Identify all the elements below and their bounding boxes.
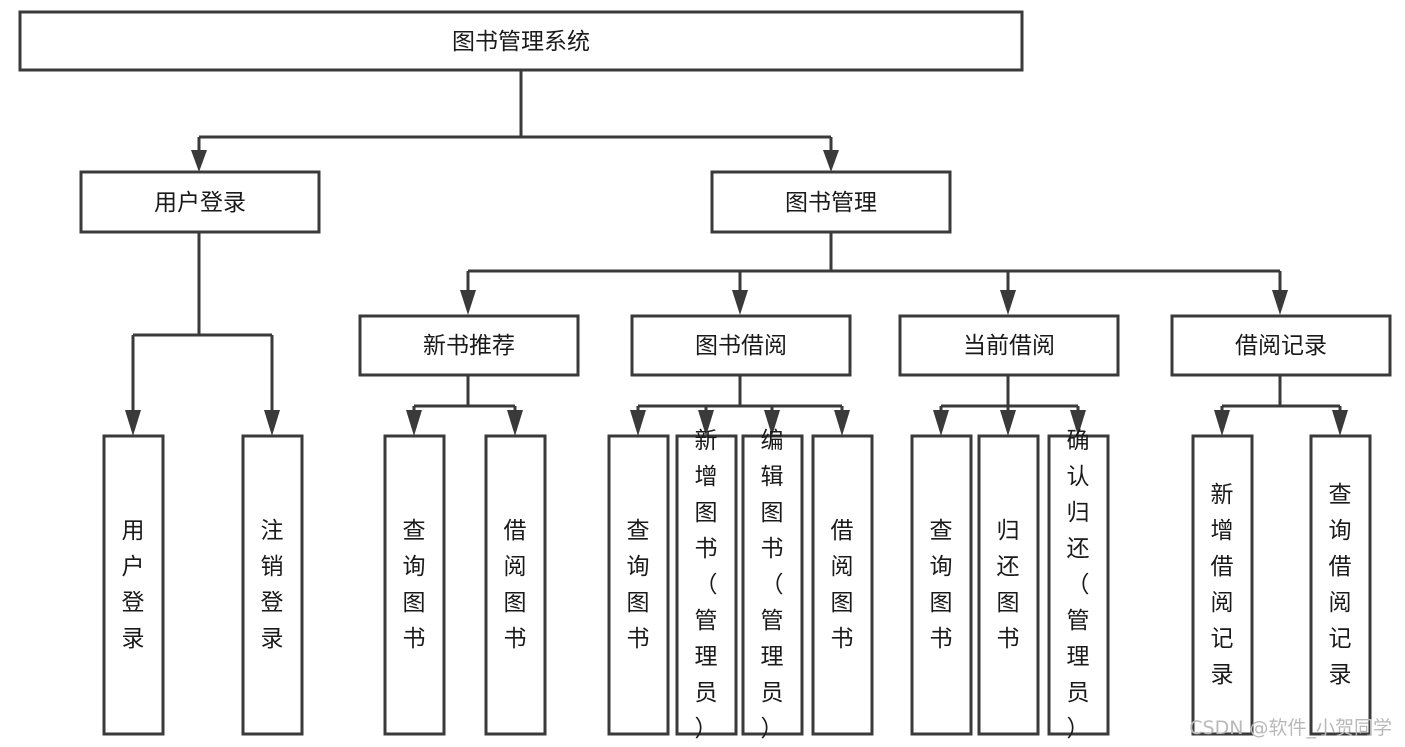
arrow-head-borrow-record: [1272, 290, 1288, 315]
leaf-node[interactable]: 查询借阅记录: [1309, 434, 1372, 736]
arrow-head-new-book-recommend: [460, 290, 476, 315]
leaf-label-confirm-return-admin: 确认归还（管理员）: [1067, 428, 1090, 742]
arrow-head-user-login: [191, 150, 207, 172]
leaf-node[interactable]: 归还图书: [977, 434, 1040, 736]
leaf-box-add-book-admin[interactable]: [675, 434, 738, 736]
node-book-borrow[interactable]: 图书借阅: [630, 314, 852, 377]
leaf-node[interactable]: 借阅图书: [811, 434, 874, 736]
leaf-label-newbook-query-book: 查询图书: [403, 518, 426, 652]
node-borrow-record[interactable]: 借阅记录: [1170, 314, 1392, 377]
leaf-box-confirm-return-admin[interactable]: [1047, 434, 1110, 736]
leaf-node[interactable]: 新增图书（管理员）: [675, 428, 738, 742]
root-box[interactable]: [18, 10, 1024, 72]
node-book-management[interactable]: 图书管理: [710, 170, 952, 234]
leaf-node[interactable]: 查询图书: [607, 434, 670, 736]
arrow-head-newbook-leaf-0: [406, 410, 422, 436]
root-label: 图书管理系统: [452, 29, 590, 55]
current-borrow-label: 当前借阅: [963, 333, 1055, 359]
leaf-node[interactable]: 用户登录: [102, 434, 165, 736]
leaf-box-edit-book-admin[interactable]: [741, 434, 804, 736]
arrow-head-bookborrow-leaf-0: [630, 410, 646, 436]
book-borrow-box[interactable]: [630, 314, 852, 377]
book-management-box[interactable]: [710, 170, 952, 234]
node-root[interactable]: 图书管理系统: [18, 10, 1024, 72]
leaf-box-return-book[interactable]: [977, 434, 1040, 736]
arrow-head-bookborrow-leaf-3: [834, 410, 850, 436]
arrow-head-current-borrow: [1000, 290, 1016, 315]
leaf-label-newbook-borrow-book: 借阅图书: [504, 518, 527, 652]
arrow-head-borrowrecord-leaf-1: [1332, 410, 1348, 436]
leaf-box-add-borrow-record[interactable]: [1191, 434, 1254, 736]
leaf-label-borrow-book: 借阅图书: [831, 518, 854, 652]
arrow-head-newbook-leaf-1: [507, 410, 523, 436]
new-book-recommend-label: 新书推荐: [423, 333, 515, 359]
leaf-node[interactable]: 查询图书: [910, 434, 973, 736]
connector-layer: [125, 70, 1348, 436]
leaf-box-current-query-book[interactable]: [910, 434, 973, 736]
csdn-watermark: CSDN @软件_小贺同学: [1189, 717, 1392, 739]
node-new-book-recommend[interactable]: 新书推荐: [358, 314, 580, 377]
arrow-head-borrowrecord-leaf-0: [1214, 410, 1230, 436]
node-user-login[interactable]: 用户登录: [79, 170, 321, 234]
new-book-recommend-box[interactable]: [358, 314, 580, 377]
leaf-label-return-book: 归还图书: [997, 518, 1020, 652]
leaf-box-borrow-book[interactable]: [811, 434, 874, 736]
node-current-borrow[interactable]: 当前借阅: [898, 314, 1120, 377]
arrow-head-bookborrow-leaf-1: [698, 410, 714, 436]
leaf-label-query-borrow-record: 查询借阅记录: [1329, 482, 1352, 688]
leaf-node[interactable]: 借阅图书: [484, 434, 547, 736]
leaf-box-user-login[interactable]: [102, 434, 165, 736]
leaf-box-query-borrow-record[interactable]: [1309, 434, 1372, 736]
borrow-record-label: 借阅记录: [1235, 333, 1327, 359]
borrow-record-box[interactable]: [1170, 314, 1392, 377]
arrow-head-leaf-logout: [264, 410, 280, 436]
user-login-box[interactable]: [79, 170, 321, 234]
leaf-label-user-login: 用户登录: [122, 518, 145, 652]
leaf-node[interactable]: 编辑图书（管理员）: [741, 428, 804, 742]
leaf-label-add-borrow-record: 新增借阅记录: [1211, 482, 1234, 688]
book-management-label: 图书管理: [785, 190, 877, 216]
leaf-label-logout: 注销登录: [261, 518, 284, 652]
leaf-box-borrow-query-book[interactable]: [607, 434, 670, 736]
arrow-head-leaf-user-login: [125, 410, 141, 436]
leaf-node[interactable]: 新增借阅记录: [1191, 434, 1254, 736]
arrow-head-currentborrow-leaf-0: [933, 410, 949, 436]
leaf-node[interactable]: 注销登录: [241, 434, 304, 736]
arrow-head-book-mgmt: [823, 150, 839, 172]
leaf-label-edit-book-admin: 编辑图书（管理员）: [761, 428, 784, 742]
arrow-head-bookborrow-leaf-2: [764, 410, 780, 436]
arrow-head-currentborrow-leaf-2: [1070, 410, 1086, 436]
current-borrow-box[interactable]: [898, 314, 1120, 377]
leaf-box-newbook-borrow-book[interactable]: [484, 434, 547, 736]
leaf-label-add-book-admin: 新增图书（管理员）: [695, 428, 718, 742]
leaf-label-current-query-book: 查询图书: [930, 518, 953, 652]
leaf-box-logout[interactable]: [241, 434, 304, 736]
arrow-head-book-borrow: [732, 290, 748, 315]
leaf-node[interactable]: 查询图书: [383, 434, 446, 736]
book-borrow-label: 图书借阅: [695, 333, 787, 359]
leaf-node[interactable]: 确认归还（管理员）: [1047, 428, 1110, 742]
arrow-head-currentborrow-leaf-1: [1000, 410, 1016, 436]
leaf-box-newbook-query-book[interactable]: [383, 434, 446, 736]
leaf-label-borrow-query-book: 查询图书: [627, 518, 650, 652]
user-login-label: 用户登录: [154, 190, 246, 216]
